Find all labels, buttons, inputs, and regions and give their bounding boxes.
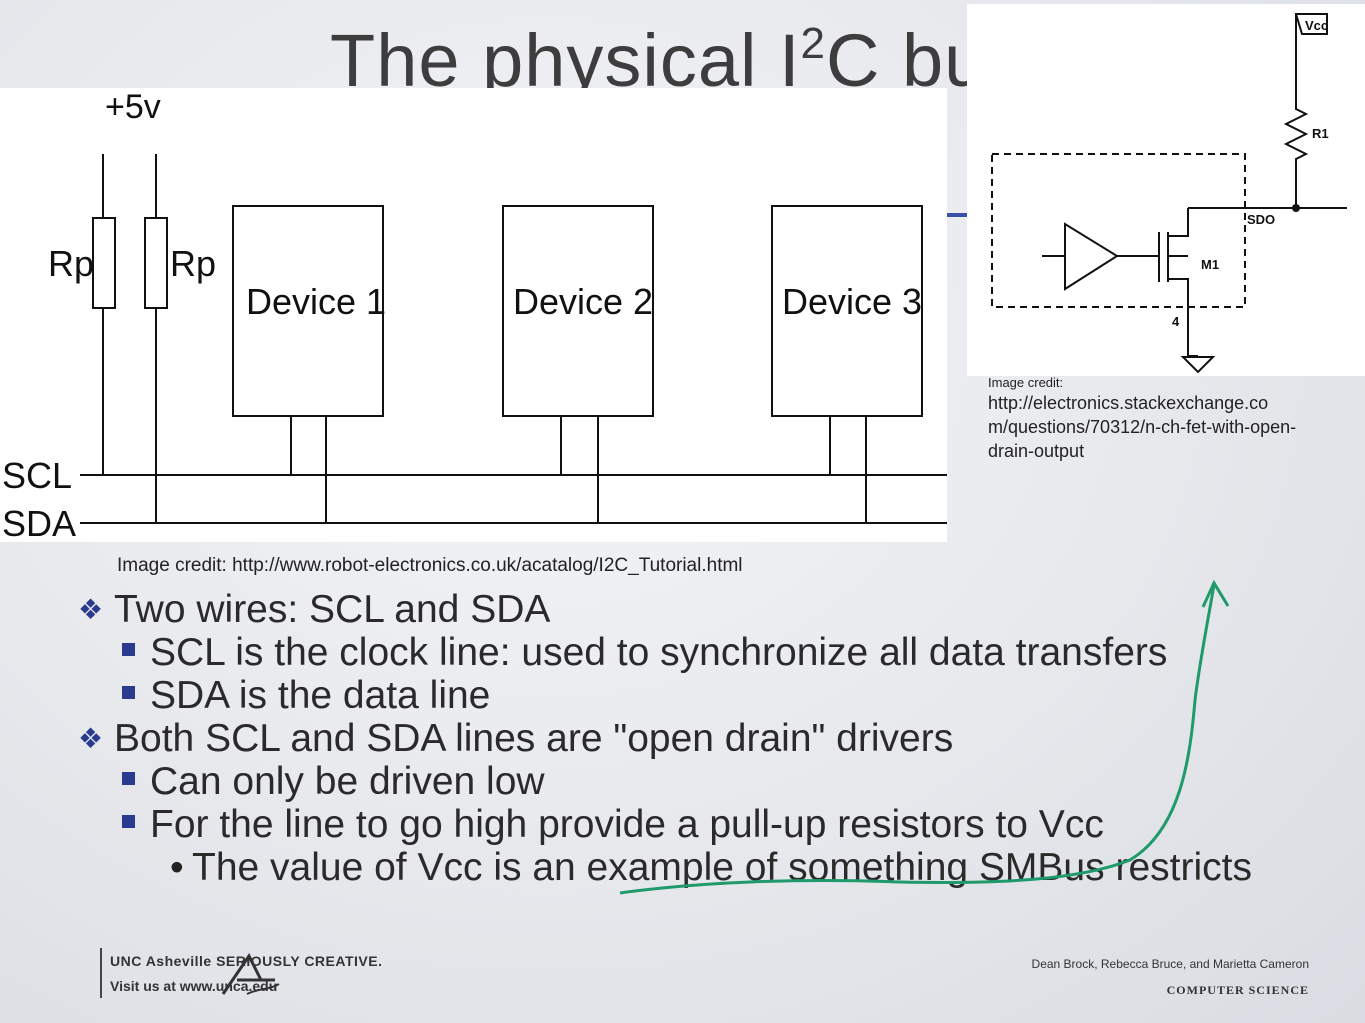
footer-website[interactable]: Visit us at www.unca.edu [110,978,278,994]
vcc-label: Vcc [1305,18,1328,33]
square-bullet-icon [122,686,135,699]
device-2-label: Device 2 [513,281,653,322]
diamond-bullet-icon: ❖ [78,594,104,625]
r1-label: R1 [1312,126,1329,141]
bullet-level3: •The value of Vcc is an example of somet… [78,846,1348,889]
resistor-label-right: Rp [170,243,216,284]
m1-label: M1 [1201,257,1219,272]
footer-department: COMPUTER SCIENCE [1166,983,1309,997]
bullet-text: Both SCL and SDA lines are "open drain" … [114,717,954,760]
i2c-bus-diagram: +5v Rp Rp Device 1 Device 2 Device 3 SCL… [0,88,947,542]
dot-bullet-icon: • [170,846,184,889]
square-bullet-icon [122,643,135,656]
diamond-bullet-icon: ❖ [78,723,104,754]
credit-right-url[interactable]: http://electronics.stackexchange.co m/qu… [988,393,1297,461]
image-credit-main: Image credit: http://www.robot-electroni… [117,555,743,576]
scl-line-label: SCL [2,455,72,496]
bullet-level2: SDA is the data line [78,674,1348,717]
bullet-text: Two wires: SCL and SDA [114,588,551,631]
bullet-text: For the line to go high provide a pull-u… [150,803,1104,846]
supply-label: +5v [105,88,161,126]
bullet-text: SCL is the clock line: used to synchroni… [150,631,1168,674]
bullet-level1: ❖ Two wires: SCL and SDA [78,588,1348,631]
resistor-label-left: Rp [48,243,94,284]
square-bullet-icon [122,815,135,828]
pin-4-label: 4 [1172,314,1180,329]
bullet-level2: Can only be driven low [78,760,1348,803]
bullet-text: Can only be driven low [150,760,545,803]
bullet-list: ❖ Two wires: SCL and SDA SCL is the clock… [78,588,1348,889]
title-superscript: 2 [800,19,827,68]
footer-authors: Dean Brock, Rebecca Bruce, and Marietta … [1031,957,1309,971]
open-drain-diagram: Vcc R1 SDO M1 4 [967,4,1365,376]
image-credit-right: Image credit: http://electronics.stackex… [988,374,1328,463]
device-1-label: Device 1 [246,281,386,322]
footer-tagline: UNC Asheville SERIOUSLY CREATIVE. [110,953,383,969]
title-underline [940,213,970,217]
unca-logo-icon[interactable] [34,950,474,1000]
footer-divider [100,948,102,998]
square-bullet-icon [122,772,135,785]
device-3-label: Device 3 [782,281,922,322]
sda-line-label: SDA [2,503,76,542]
bullet-level1: ❖ Both SCL and SDA lines are "open drain"… [78,717,1348,760]
sdo-label: SDO [1247,212,1275,227]
bullet-level2: SCL is the clock line: used to synchroni… [78,631,1348,674]
bullet-text: SDA is the data line [150,674,491,717]
credit-right-prefix: Image credit: [988,375,1064,390]
bullet-text: The value of Vcc is an example of someth… [192,846,1252,889]
bullet-level2: For the line to go high provide a pull-u… [78,803,1348,846]
